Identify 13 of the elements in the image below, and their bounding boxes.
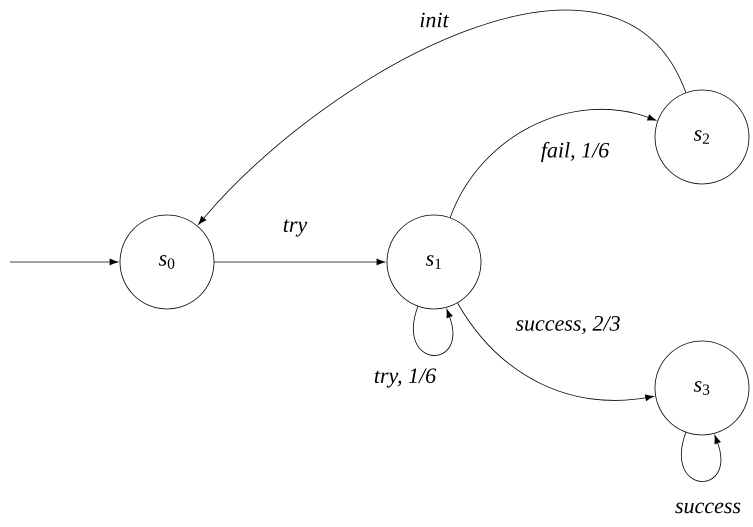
edge-label: init bbox=[418, 12, 450, 28]
edge-label: success bbox=[674, 502, 742, 514]
arrow bbox=[457, 302, 654, 401]
arrow bbox=[198, 10, 686, 225]
arrow bbox=[413, 306, 453, 356]
arrow bbox=[214, 258, 386, 266]
arrow bbox=[681, 432, 721, 482]
edge-label: try, 1/6 bbox=[372, 367, 438, 389]
arrow bbox=[450, 109, 656, 218]
arrow bbox=[10, 258, 118, 266]
edge-label: fail, 1/6 bbox=[540, 140, 610, 164]
edge-label: success, 2/3 bbox=[514, 315, 622, 335]
edge-label: try bbox=[282, 218, 308, 238]
